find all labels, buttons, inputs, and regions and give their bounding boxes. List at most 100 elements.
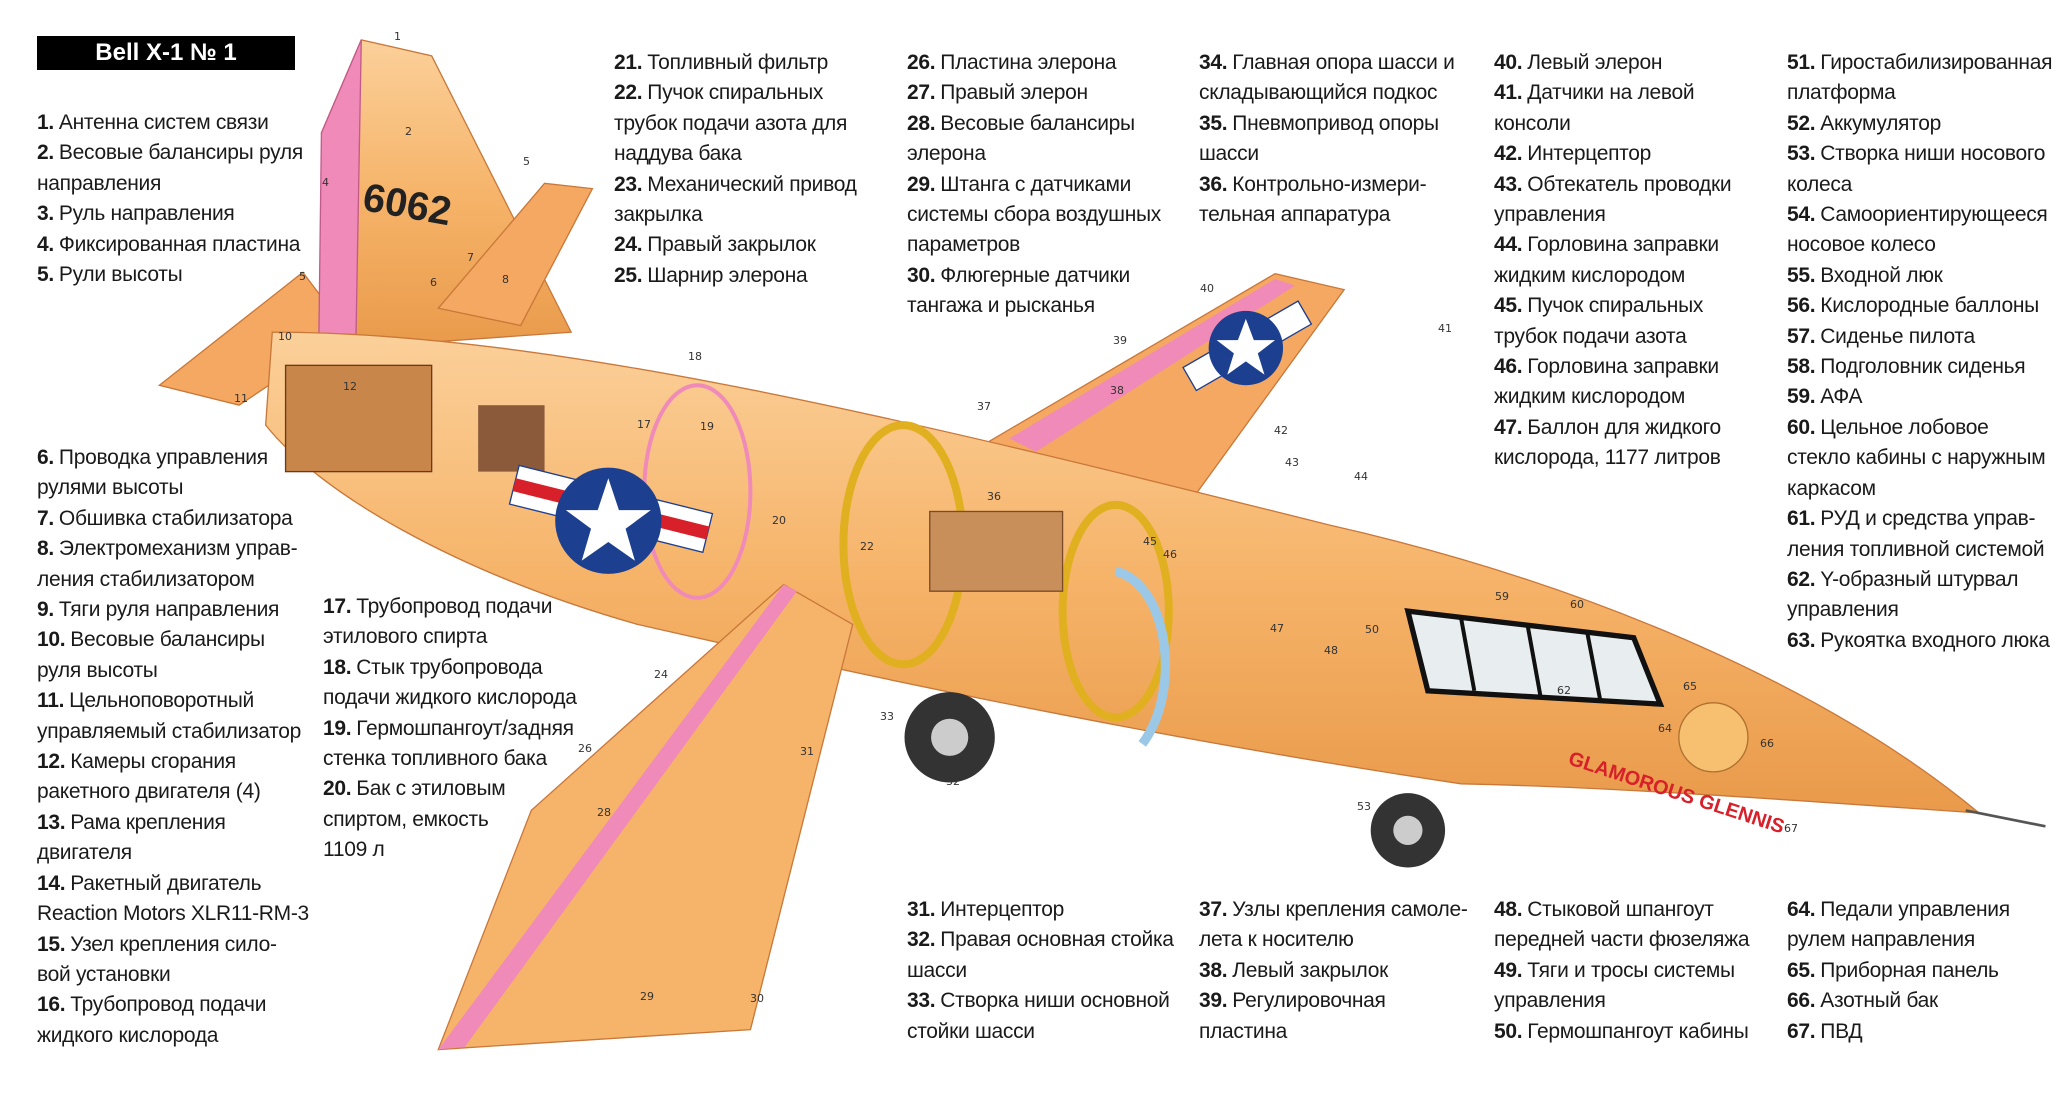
- legend-item: 31.Интерцептор: [907, 895, 1174, 925]
- legend-item: 30.Флюгерные датчики тангажа и рысканья: [907, 261, 1161, 322]
- legend-item: 29.Штанга с датчиками системы сбора возд…: [907, 170, 1161, 261]
- legend-text: Весовые балансиры руля высоты: [37, 628, 265, 682]
- legend-item: 36.Контрольно-измери- тельная аппаратура: [1199, 170, 1455, 231]
- legend-number: 34.: [1199, 51, 1228, 74]
- legend-text: Интерцептор: [940, 898, 1065, 921]
- legend-item: 51.Гиростабилизированная платформа: [1787, 48, 2052, 109]
- legend-item: 6.Проводка управления рулями высоты: [37, 443, 309, 504]
- legend-item: 2.Весовые балансиры руля направления: [37, 138, 303, 199]
- callout-number: 48: [1324, 644, 1338, 657]
- legend-number: 63.: [1787, 628, 1816, 652]
- legend-text: Контрольно-измери- тельная аппаратура: [1199, 172, 1427, 227]
- legend-number: 50.: [1494, 1019, 1523, 1043]
- legend-item: 33.Створка ниши основной стойки шасси: [907, 986, 1174, 1047]
- legend-text: Датчики на левой консоли: [1494, 81, 1695, 135]
- callout-number: 20: [772, 514, 786, 527]
- legend-text: Подголовник сиденья: [1820, 355, 2026, 379]
- legend-number: 14.: [37, 871, 66, 895]
- legend-text: Аккумулятор: [1820, 111, 1941, 135]
- legend-text: Обтекатель проводки управления: [1494, 172, 1732, 227]
- legend-number: 2.: [37, 141, 54, 165]
- legend-text: Y-образный штурвал управления: [1787, 567, 2019, 622]
- callout-number: 8: [502, 273, 509, 286]
- legend-number: 28.: [907, 111, 936, 135]
- legend-item: 57.Сиденье пилота: [1787, 322, 2052, 352]
- callout-number: 6: [430, 276, 437, 289]
- legend-number: 53.: [1787, 142, 1816, 166]
- legend-number: 30.: [907, 263, 936, 287]
- legend-text: Гермошпангоут кабины: [1527, 1019, 1749, 1043]
- legend-item: 19.Гермошпангоут/задняя стенка топливног…: [323, 714, 577, 775]
- callout-number: 64: [1658, 722, 1672, 735]
- legend-text: Горловина заправки жидким кислородом: [1494, 233, 1719, 287]
- legend-text: Пневмопривод опоры шасси: [1199, 111, 1439, 166]
- legend-item: 55.Входной люк: [1787, 261, 2052, 291]
- right-stabilizer: [437, 182, 594, 327]
- legend-number: 17.: [323, 595, 352, 618]
- callout-number: 1: [394, 30, 401, 43]
- legend-text: Узел крепления сило- вой установки: [37, 932, 277, 986]
- legend-number: 12.: [37, 750, 66, 774]
- legend-text: Обшивка стабилизатора: [58, 506, 293, 530]
- legend-item: 39.Регулировочная пластина: [1199, 986, 1468, 1047]
- legend-number: 9.: [37, 598, 54, 622]
- legend-text: Регулировочная пластина: [1199, 989, 1386, 1043]
- diagram-title: Bell X-1 № 1: [37, 36, 295, 70]
- legend-item: 52.Аккумулятор: [1787, 109, 2052, 139]
- legend-item: 34.Главная опора шасси и складывающийся …: [1199, 48, 1455, 109]
- legend-number: 20.: [323, 777, 352, 801]
- legend-number: 56.: [1787, 294, 1816, 318]
- legend-item: 28.Весовые балансиры элерона: [907, 109, 1161, 170]
- legend-text: Бак с этиловым спиртом, емкость 1109 л: [323, 777, 506, 862]
- callout-number: 11: [234, 392, 248, 405]
- callout-number: 67: [1784, 822, 1798, 835]
- legend-text: Трубопровод подачи этилового спирта: [323, 595, 553, 649]
- legend-item: 44.Горловина заправки жидким кислородом: [1494, 230, 1731, 291]
- legend-text: Горловина заправки жидким кислородом: [1494, 355, 1719, 409]
- legend-text: Правый элерон: [940, 81, 1088, 105]
- legend-text: Приборная панель: [1820, 958, 1999, 982]
- legend-text: Пучок спиральных трубок подачи азота для…: [614, 81, 848, 166]
- legend-number: 65.: [1787, 958, 1816, 982]
- legend-text: ПВД: [1820, 1019, 1863, 1043]
- callout-number: 18: [688, 350, 702, 363]
- legend-number: 19.: [323, 716, 352, 740]
- legend-item: 38.Левый закрылок: [1199, 956, 1468, 986]
- legend-text: Цельноповоротный управляемый стабилизато…: [37, 689, 301, 743]
- legend-number: 47.: [1494, 415, 1523, 439]
- callout-number: 42: [1274, 424, 1288, 437]
- legend-number: 4.: [37, 232, 54, 256]
- legend-text: Штанга с датчиками системы сбора воздушн…: [907, 172, 1161, 257]
- legend-number: 27.: [907, 81, 936, 105]
- legend-text: Самоориентирующееся носовое колесо: [1787, 203, 2048, 257]
- legend-text: Гермошпангоут/задняя стенка топливного б…: [323, 716, 574, 771]
- legend-item: 16.Трубопровод подачи жидкого кислорода: [37, 990, 309, 1051]
- legend-number: 42.: [1494, 142, 1523, 166]
- legend-text: Входной люк: [1820, 263, 1943, 287]
- legend-item: 4.Фиксированная пластина: [37, 230, 303, 260]
- legend-text: Рама крепления двигателя: [37, 810, 226, 865]
- callout-number: 32: [946, 775, 960, 788]
- legend-text: Весовые балансиры руля направления: [37, 141, 303, 195]
- callout-number: 24: [654, 668, 668, 681]
- legend-number: 32.: [907, 928, 936, 952]
- legend-number: 15.: [37, 932, 66, 956]
- legend-text: Баллон для жидкого кислорода, 1177 литро…: [1494, 415, 1721, 470]
- legend-text: Цельное лобовое стекло кабины с наружным…: [1787, 415, 2046, 500]
- legend-number: 54.: [1787, 203, 1816, 227]
- callout-number: 17: [637, 418, 651, 431]
- legend-item: 43.Обтекатель проводки управления: [1494, 170, 1732, 231]
- legend-text: РУД и средства управ- ления топливной си…: [1787, 507, 2045, 561]
- legend-column: 34.Главная опора шасси и складывающийся …: [1199, 48, 1455, 230]
- legend-text: Пластина элерона: [940, 51, 1117, 74]
- legend-number: 13.: [37, 810, 66, 834]
- legend-number: 66.: [1787, 989, 1816, 1013]
- legend-column: 48.Стыковой шпангоут передней части фюзе…: [1494, 895, 1750, 1047]
- legend-text: Стыковой шпангоут передней части фюзеляж…: [1494, 898, 1750, 952]
- legend-number: 3.: [37, 202, 54, 226]
- legend-text: Фиксированная пластина: [58, 232, 301, 256]
- callout-number: 4: [322, 176, 329, 189]
- legend-number: 57.: [1787, 324, 1816, 348]
